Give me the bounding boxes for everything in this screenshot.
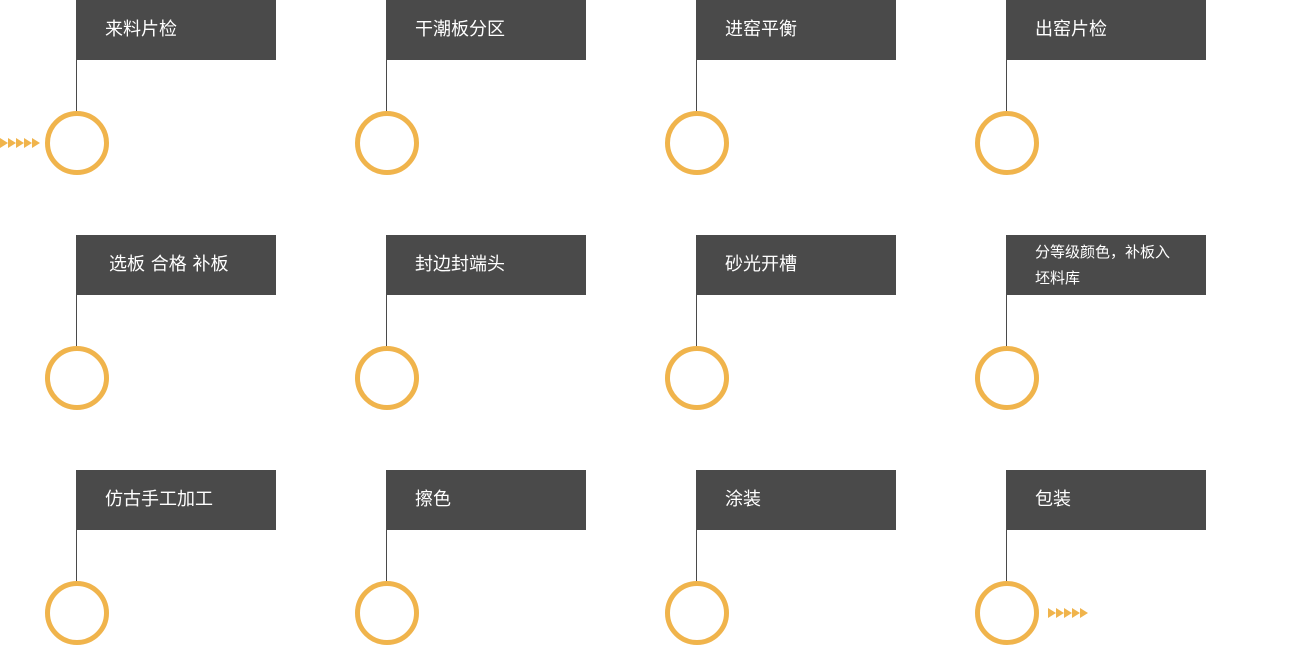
step-connector <box>1006 295 1007 347</box>
step-label: 选板 合格 补板 <box>76 235 276 295</box>
step-circle-icon <box>355 581 419 645</box>
step-label: 砂光开槽 <box>696 235 896 295</box>
process-step-2: 干潮板分区 <box>355 0 586 175</box>
step-label: 来料片检 <box>76 0 276 60</box>
step-connector <box>696 60 697 112</box>
step-connector <box>386 60 387 112</box>
process-step-4: 出窑片检 <box>975 0 1206 175</box>
step-label: 出窑片检 <box>1006 0 1206 60</box>
step-connector <box>76 530 77 582</box>
process-step-10: 擦色 <box>355 470 586 645</box>
process-step-6: 封边封端头 <box>355 235 586 410</box>
step-circle-icon <box>45 111 109 175</box>
step-circle-icon <box>975 346 1039 410</box>
step-connector <box>696 530 697 582</box>
process-step-11: 涂装 <box>665 470 896 645</box>
step-label: 擦色 <box>386 470 586 530</box>
process-step-9: 仿古手工加工 <box>45 470 276 645</box>
step-label: 仿古手工加工 <box>76 470 276 530</box>
step-label: 涂装 <box>696 470 896 530</box>
process-step-1: 来料片检 <box>45 0 276 175</box>
step-circle-icon <box>975 111 1039 175</box>
step-label: 分等级颜色，补板入坯料库 <box>1006 235 1206 295</box>
step-circle-icon <box>665 346 729 410</box>
step-circle-icon <box>45 581 109 645</box>
step-connector <box>1006 530 1007 582</box>
step-circle-icon <box>355 346 419 410</box>
step-connector <box>76 295 77 347</box>
step-circle-icon <box>975 581 1039 645</box>
step-circle-icon <box>665 581 729 645</box>
step-connector <box>386 295 387 347</box>
step-circle-icon <box>355 111 419 175</box>
step-connector <box>696 295 697 347</box>
process-step-12: 包装 <box>975 470 1206 645</box>
flow-end-arrows-icon <box>1048 606 1092 620</box>
step-connector <box>386 530 387 582</box>
process-step-5: 选板 合格 补板 <box>45 235 276 410</box>
step-connector <box>76 60 77 112</box>
process-step-8: 分等级颜色，补板入坯料库 <box>975 235 1206 410</box>
step-circle-icon <box>45 346 109 410</box>
process-step-3: 进窑平衡 <box>665 0 896 175</box>
step-circle-icon <box>665 111 729 175</box>
step-label: 干潮板分区 <box>386 0 586 60</box>
step-label: 封边封端头 <box>386 235 586 295</box>
flow-start-arrows-icon <box>0 136 44 150</box>
step-label: 包装 <box>1006 470 1206 530</box>
step-connector <box>1006 60 1007 112</box>
step-label: 进窑平衡 <box>696 0 896 60</box>
process-step-7: 砂光开槽 <box>665 235 896 410</box>
